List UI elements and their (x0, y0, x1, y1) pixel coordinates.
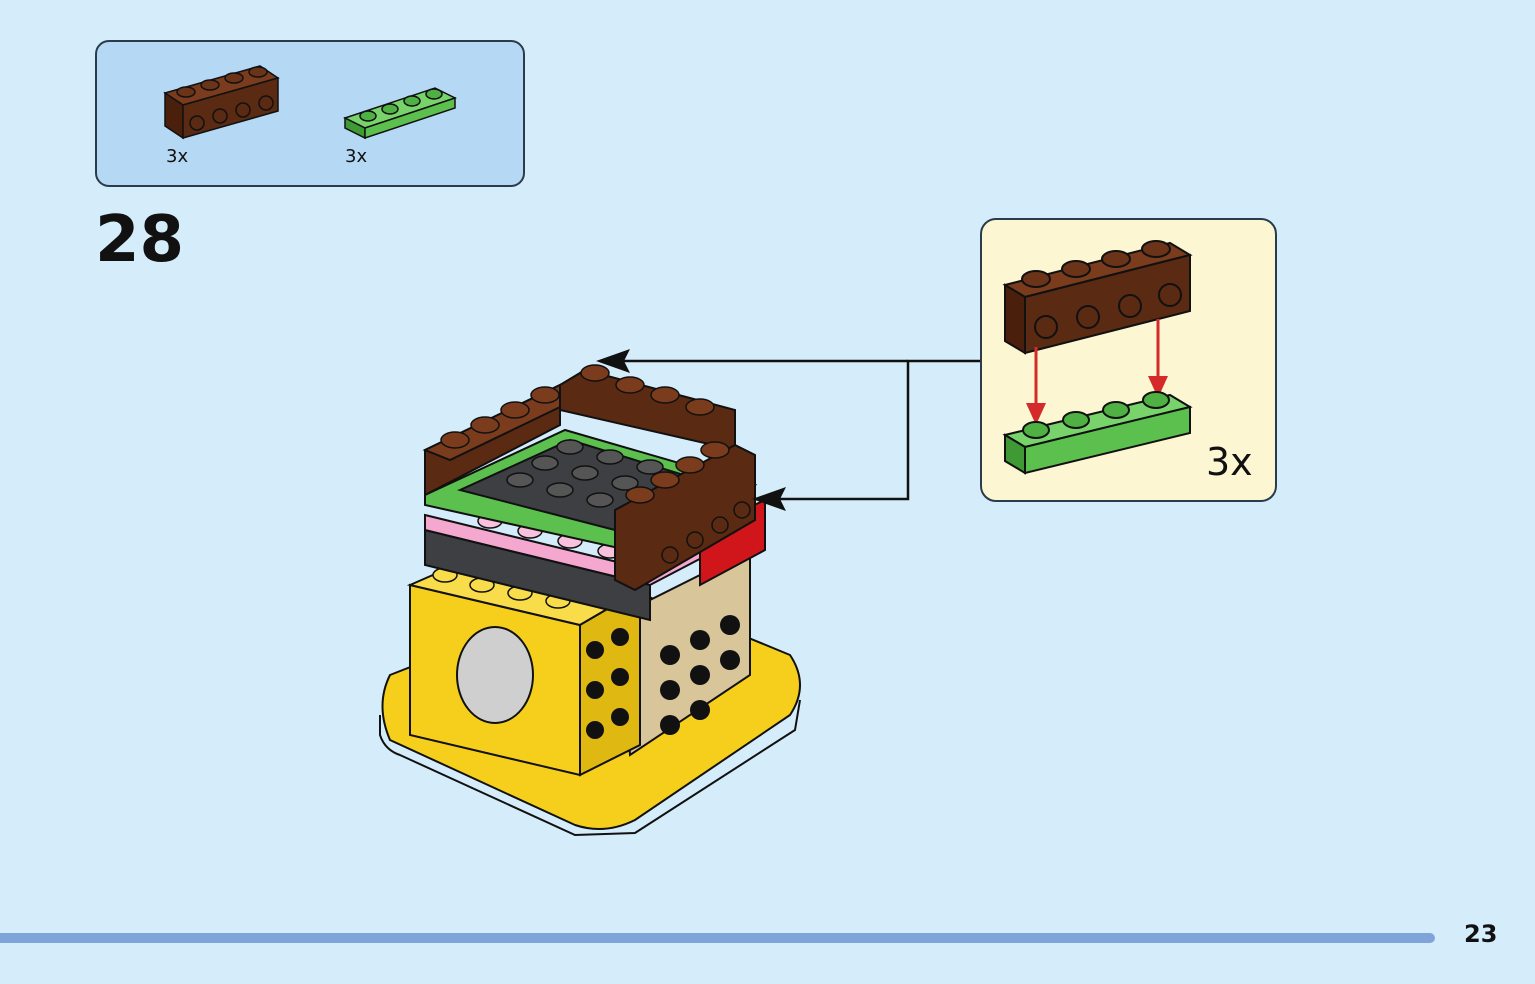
page-number: 23 (1464, 920, 1498, 948)
green-plate-part-icon (343, 87, 457, 140)
callout-quantity: 3x (1206, 440, 1253, 484)
model-illustration (379, 364, 801, 837)
step-number: 28 (95, 203, 185, 277)
callout-pointer-arrows (596, 349, 980, 511)
green-plate-quantity: 3x (345, 146, 368, 167)
page-progress-bar (0, 933, 1435, 943)
brown-brick-quantity: 3x (166, 146, 189, 167)
brown-brick-part-icon (163, 65, 280, 140)
callout-assembly-illustration (1002, 240, 1193, 475)
